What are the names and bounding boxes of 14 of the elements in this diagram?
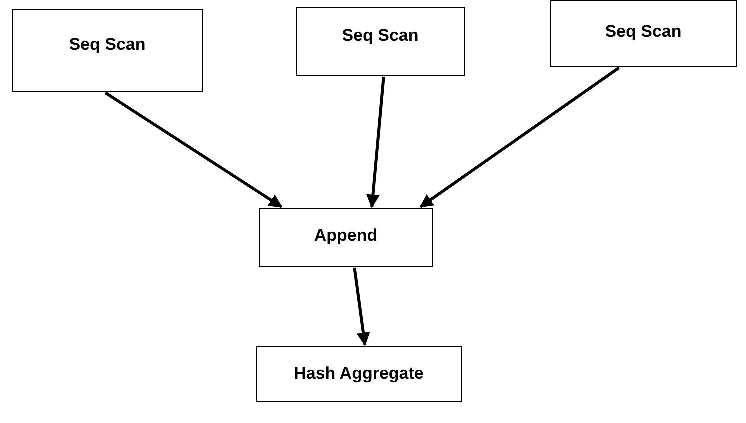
arrow (366, 76, 386, 208)
node-label: Hash Aggregate (294, 364, 424, 384)
arrow (420, 66, 620, 208)
node-label: Seq Scan (342, 26, 419, 46)
process-box (256, 346, 462, 402)
arrow (104, 92, 283, 208)
process-box (12, 9, 203, 92)
process-box (296, 7, 465, 76)
process-box (259, 208, 433, 267)
arrow (353, 268, 370, 346)
node-label: Seq Scan (69, 34, 146, 54)
node-label: Seq Scan (605, 22, 682, 42)
node-label: Append (314, 226, 378, 246)
process-box (550, 0, 737, 67)
